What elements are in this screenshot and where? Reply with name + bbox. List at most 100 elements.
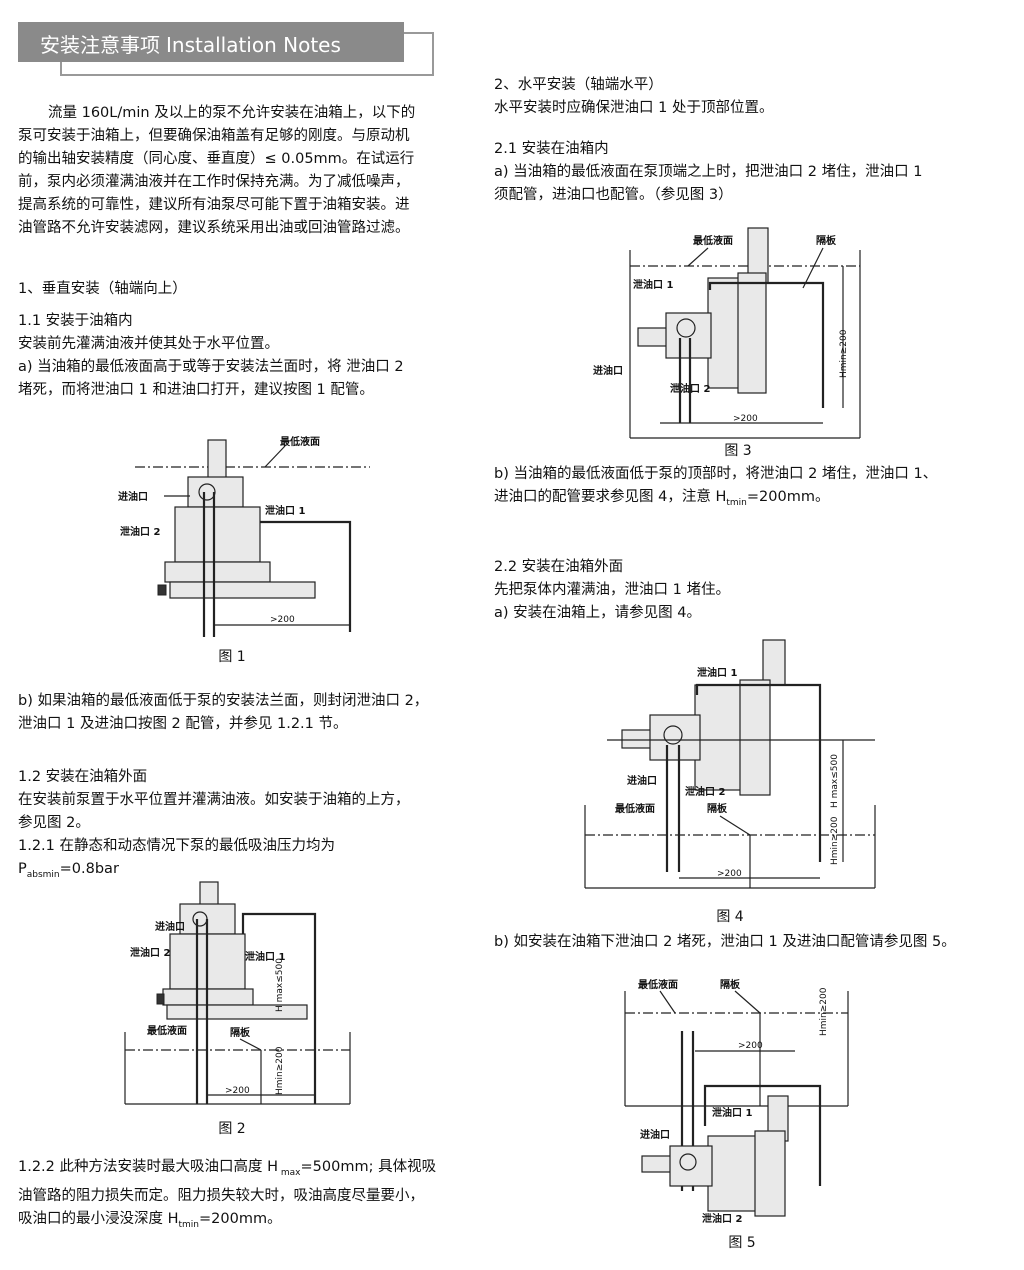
lowest-level-label: 最低液面	[693, 234, 733, 247]
pump-shaft	[621, 729, 653, 749]
section-2-title: 2、水平安装（轴端水平）	[494, 77, 663, 93]
section-2-1-title: 2.1 安装在油箱内	[494, 141, 609, 157]
section-2-2-line: 先把泵体内灌满油，泄油口 1 堵住。	[494, 582, 730, 598]
lowest-level-label: 最低液面	[638, 978, 678, 991]
dimension-label: >200	[733, 414, 758, 424]
pump-shaft	[637, 327, 669, 347]
leader-line	[687, 247, 709, 267]
figure-5-caption: 图 5	[728, 1235, 756, 1251]
pump-head	[669, 1145, 713, 1187]
figure-1-diagram: 最低液面 进油口 泄油口 2 泄油口 1 >200	[118, 435, 370, 637]
section-2-2-title: 2.2 安装在油箱外面	[494, 559, 624, 575]
inlet-label: 进油口	[593, 364, 623, 377]
drain1-pipe	[260, 520, 352, 632]
dimension-label: >200	[738, 1041, 763, 1051]
leader-line	[719, 815, 751, 836]
pump-head	[665, 312, 712, 359]
left-section-1: 1、垂直安装（轴端向上） 1.1 安装于油箱内 安装前先灌满油液并使其处于水平位…	[18, 278, 488, 402]
section-2-line: 水平安装时应确保泄油口 1 处于顶部位置。	[494, 100, 774, 116]
lowest-level-label: 最低液面	[615, 802, 655, 815]
baffle-label: 隔板	[720, 978, 741, 991]
hmin-label: Hmin≥200	[819, 987, 829, 1036]
intro-line: 油管路不允许安装滤网，建议系统采用出油或回油管路过滤。	[18, 220, 410, 236]
pump-body	[174, 506, 261, 563]
dimension-label: >200	[717, 869, 742, 879]
inlet-label: 进油口	[118, 490, 148, 503]
pump-flange	[754, 1130, 786, 1217]
section-1-title: 1、垂直安装（轴端向上）	[18, 281, 187, 297]
section-1-2-line: 1.2.1 在静态和动态情况下泵的最低吸油压力均为	[18, 838, 336, 854]
pump-flange	[739, 679, 771, 796]
drain2-label: 泄油口 2	[685, 785, 725, 798]
section-b-line: b) 如果油箱的最低液面低于泵的安装法兰面，则封闭泄油口 2，	[18, 693, 429, 709]
dimension-label: >200	[270, 615, 295, 625]
right-section-2-2-b: b) 如安装在油箱下泄油口 2 堵死，泄油口 1 及进油口配管请参见图 5。	[494, 931, 1014, 954]
hmax-label: H max≤500	[830, 754, 840, 808]
pump-shaft	[641, 1155, 673, 1173]
pump-flange	[737, 272, 767, 394]
drain1-pipe	[695, 683, 822, 862]
leader-line	[659, 990, 676, 1014]
section-2-1-line: a) 当油箱的最低液面在泵顶端之上时，把泄油口 2 堵住，泄油口 1	[494, 164, 923, 180]
intro-line: 流量 160L/min 及以上的泵不允许安装在油箱上，以下的	[48, 105, 416, 121]
inlet-port	[663, 725, 683, 745]
drain2-label: 泄油口 2	[702, 1212, 742, 1225]
drain2-label: 泄油口 2	[130, 946, 170, 959]
drain1-pipe	[708, 281, 825, 408]
inlet-port	[676, 318, 696, 338]
intro-line: 提高系统的可靠性，建议所有油泵尽可能下置于油箱安装。进	[18, 197, 410, 213]
inlet-port	[679, 1153, 697, 1171]
baffle-label: 隔板	[816, 234, 837, 247]
left-section-b: b) 如果油箱的最低液面低于泵的安装法兰面，则封闭泄油口 2， 泄油口 1 及进…	[18, 690, 488, 736]
left-intro: 流量 160L/min 及以上的泵不允许安装在油箱上，以下的 泵可安装于油箱上，…	[18, 102, 488, 240]
intro-line: 的输出轴安装精度（同心度、垂直度）≤ 0.05mm。在试运行	[18, 151, 415, 167]
drain2-label: 泄油口 2	[120, 525, 160, 538]
intro-line: 泵可安装于油箱上，但要确保油箱盖有足够的刚度。与原动机	[18, 128, 410, 144]
drain-plug	[157, 584, 167, 596]
pump-body	[707, 1135, 764, 1212]
section-2-1-b-line: b) 当油箱的最低液面低于泵的顶部时，将泄油口 2 堵住，泄油口 1、	[494, 466, 938, 482]
inlet-label: 进油口	[155, 920, 185, 933]
section-1-1-line: 安装前先灌满油液并使其处于水平位置。	[18, 336, 279, 352]
drain1-label: 泄油口 1	[712, 1106, 752, 1119]
section-1-1-title: 1.1 安装于油箱内	[18, 313, 133, 329]
drain1-label: 泄油口 1	[697, 666, 737, 679]
figure-4-caption: 图 4	[716, 909, 744, 925]
intro-line: 前，泵内必须灌满油液并在工作时保持充满。为了减低噪声，	[18, 174, 410, 190]
section-1-2-title: 1.2 安装在油箱外面	[18, 769, 148, 785]
figure-3-diagram: 最低液面 隔板 泄油口 1 泄油口 2 进油口 Hmin≥200 >200	[593, 227, 861, 439]
figure-2-caption: 图 2	[218, 1121, 246, 1137]
left-section-1-2: 1.2 安装在油箱外面 在安装前泵置于水平位置并灌满油液。如安装于油箱的上方， …	[18, 766, 488, 887]
pump-shaft	[199, 881, 219, 908]
header-title-en: Installation Notes	[166, 33, 341, 57]
section-2-2-line: a) 安装在油箱上，请参见图 4。	[494, 605, 701, 621]
figure-2-diagram: 进油口 泄油口 2 泄油口 1 最低液面 隔板 H max≤500 Hmin≥2…	[124, 881, 351, 1105]
hmax-label: H max≤500	[275, 958, 285, 1012]
section-b-line: 泄油口 1 及进油口按图 2 配管，并参见 1.2.1 节。	[18, 716, 348, 732]
inlet-label: 进油口	[627, 774, 657, 787]
pump-shaft-up	[762, 639, 786, 686]
drain1-label: 泄油口 1	[245, 950, 285, 963]
figure-1-caption: 图 1	[218, 649, 246, 665]
inlet-label: 进油口	[640, 1128, 670, 1141]
lowest-level-label: 最低液面	[147, 1024, 187, 1037]
hmin-label: Hmin≥200	[275, 1046, 285, 1095]
drain1-pipe	[703, 1084, 822, 1186]
drain1-label: 泄油口 1	[633, 278, 673, 291]
pump-shaft	[207, 439, 227, 481]
left-section-1-2-2: 1.2.2 此种方法安装时最大吸油口高度 H max=500mm; 具体视吸 油…	[18, 1156, 488, 1237]
lowest-level-label: 最低液面	[280, 435, 320, 448]
right-section-2-1-b: b) 当油箱的最低液面低于泵的顶部时，将泄油口 2 堵住，泄油口 1、 进油口的…	[494, 463, 1014, 515]
pump-head	[649, 714, 701, 761]
drain1-pipe	[241, 912, 317, 1104]
section-1-1-line: a) 当油箱的最低液面高于或等于安装法兰面时，将 泄油口 2	[18, 359, 404, 375]
section-1-2-line: 参见图 2。	[18, 815, 90, 831]
baffle-label: 隔板	[230, 1026, 251, 1039]
hmin-label: Hmin≥200	[839, 329, 849, 378]
leader-line	[264, 445, 286, 468]
leader-line	[802, 247, 824, 289]
right-section-2-2: 2.2 安装在油箱外面 先把泵体内灌满油，泄油口 1 堵住。 a) 安装在油箱上…	[494, 556, 1014, 625]
header-title-cn: 安装注意事项	[40, 33, 160, 57]
